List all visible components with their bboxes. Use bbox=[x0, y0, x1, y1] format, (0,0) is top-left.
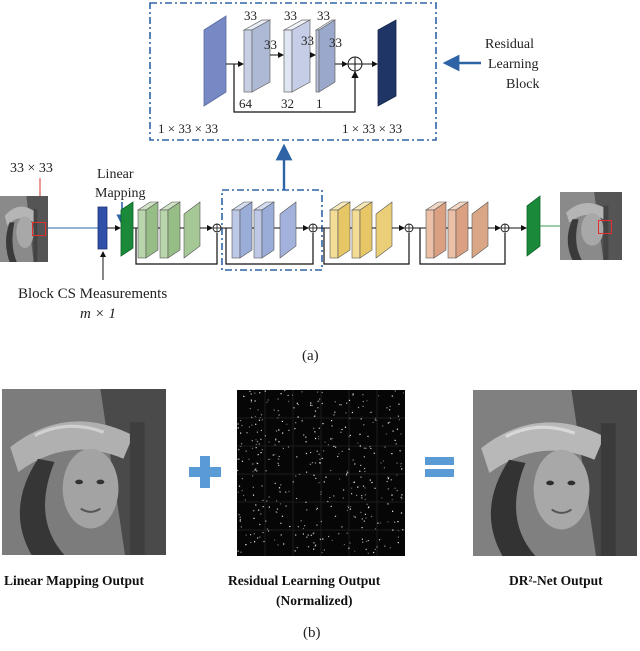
final-reconstruction-layer bbox=[526, 195, 541, 257]
rb-channel-32: 32 bbox=[281, 96, 294, 111]
highlighted-block-frame bbox=[221, 189, 323, 271]
rb-channel-1: 1 bbox=[316, 96, 323, 111]
rb-dim-top-1: 33 bbox=[244, 8, 257, 23]
input-image bbox=[0, 196, 48, 262]
measurements-size: m × 1 bbox=[80, 306, 116, 322]
rb-channel-64: 64 bbox=[239, 96, 253, 111]
rb-dim-side-1: 33 bbox=[264, 37, 277, 52]
rb-dim-top-2: 33 bbox=[284, 8, 297, 23]
residual-block-detail bbox=[203, 15, 397, 113]
rb-input-layer bbox=[203, 15, 227, 107]
residual-block-3 bbox=[323, 201, 414, 265]
linear-mapping-line1: Linear bbox=[97, 167, 134, 182]
caption-a: (a) bbox=[302, 348, 319, 364]
residual-block-frame bbox=[149, 2, 437, 141]
rb-input-size: 1 × 33 × 33 bbox=[158, 121, 218, 136]
rb-dim-side-2: 33 bbox=[301, 33, 314, 48]
residual-output-label: Residual Learning Output bbox=[228, 573, 381, 588]
linear-mapping-line2: Mapping bbox=[95, 186, 146, 201]
residual-block-2 bbox=[225, 201, 318, 265]
residual-label-line3: Block bbox=[506, 77, 539, 92]
equals-icon bbox=[425, 457, 454, 477]
rb-output-layer bbox=[377, 19, 397, 107]
net-output-label: DR²-Net Output bbox=[509, 573, 603, 588]
linear-output-label: Linear Mapping Output bbox=[4, 573, 145, 588]
block-size-label: 33 × 33 bbox=[10, 161, 53, 176]
output-image bbox=[560, 192, 622, 260]
rb-conv-1 bbox=[315, 29, 320, 93]
rb-conv-32 bbox=[283, 29, 293, 93]
linear-mapping-output-image bbox=[2, 389, 166, 555]
input-patch-marker bbox=[32, 222, 46, 236]
linear-mapping-layer bbox=[120, 201, 134, 257]
residual-output-normalized: (Normalized) bbox=[276, 593, 352, 608]
rb-conv-64 bbox=[243, 29, 253, 93]
residual-learning-output-image bbox=[237, 390, 405, 556]
rb-output-size: 1 × 33 × 33 bbox=[342, 121, 402, 136]
caption-b: (b) bbox=[303, 625, 321, 641]
residual-label-line1: Residual bbox=[485, 37, 534, 52]
rb-dim-top-3: 33 bbox=[317, 8, 330, 23]
output-patch-marker bbox=[598, 220, 612, 234]
residual-label-line2: Learning bbox=[488, 57, 539, 72]
cs-measurement-vector bbox=[97, 206, 108, 250]
rb-dim-side-3: 33 bbox=[329, 35, 342, 50]
residual-block-1 bbox=[135, 201, 222, 265]
residual-block-4 bbox=[419, 201, 510, 265]
plus-icon bbox=[189, 456, 221, 488]
dr2net-output-image bbox=[473, 390, 637, 556]
measurements-label: Block CS Measurements bbox=[18, 286, 167, 302]
